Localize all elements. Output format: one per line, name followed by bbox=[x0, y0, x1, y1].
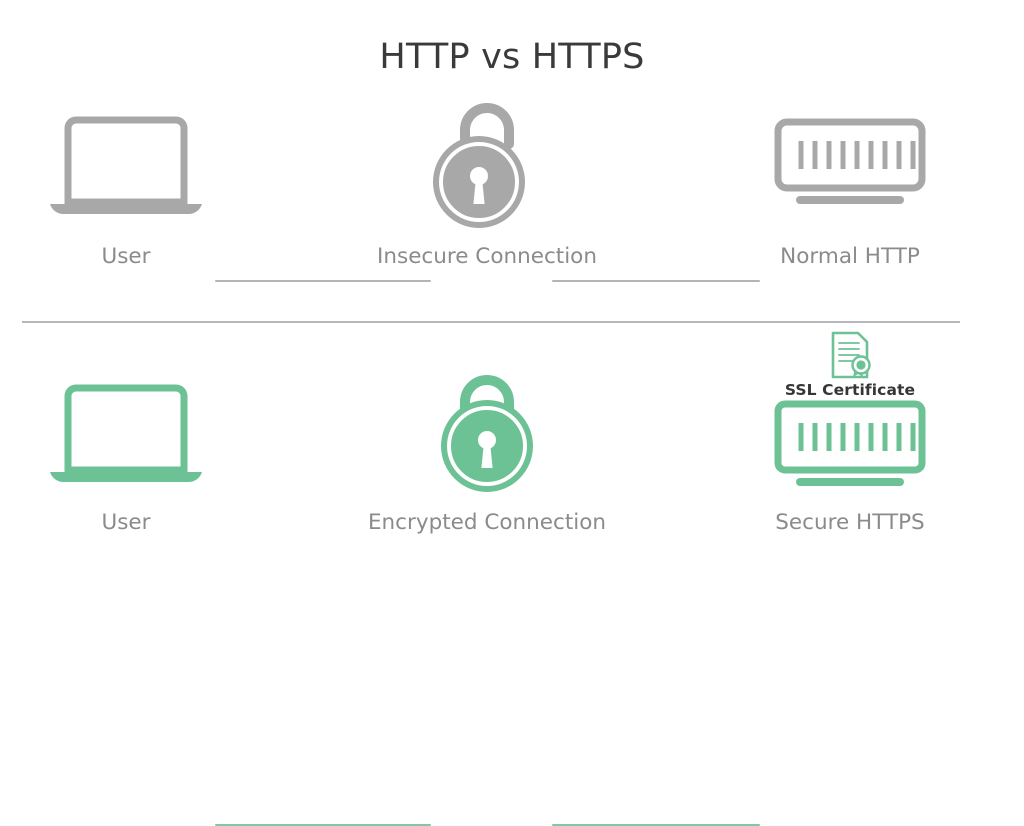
laptop-icon bbox=[50, 384, 202, 483]
node-server-https: Secure HTTPS bbox=[750, 372, 950, 534]
node-user-http: User bbox=[26, 100, 226, 268]
certificate-icon bbox=[831, 331, 871, 379]
node-connection-https: Encrypted Connection bbox=[362, 372, 612, 534]
ssl-certificate-badge: SSL Certificate bbox=[750, 330, 950, 399]
http-row: User Insecure Connection bbox=[0, 100, 1024, 300]
node-user-https: User bbox=[26, 372, 226, 534]
node-label-server-http: Normal HTTP bbox=[780, 244, 920, 269]
icon-slot bbox=[362, 372, 612, 492]
icon-slot bbox=[362, 100, 612, 228]
infographic-canvas: HTTP vs HTTPS User bbox=[0, 37, 1024, 826]
server-icon bbox=[774, 400, 926, 486]
server-icon bbox=[774, 118, 926, 204]
node-connection-http: Insecure Connection bbox=[362, 100, 612, 268]
page-title: HTTP vs HTTPS bbox=[379, 37, 645, 77]
laptop-icon bbox=[50, 116, 202, 215]
node-label-connection-https: Encrypted Connection bbox=[367, 510, 607, 535]
locked-padlock-icon bbox=[441, 375, 533, 492]
icon-slot bbox=[750, 100, 950, 228]
node-label-user-https: User bbox=[101, 510, 151, 535]
node-label-connection-http: Insecure Connection bbox=[377, 244, 597, 269]
section-divider bbox=[22, 321, 960, 323]
ssl-certificate-label: SSL Certificate bbox=[784, 381, 916, 399]
https-row: User Encrypted Connection bbox=[0, 372, 1024, 826]
connector-line-lock-to-server bbox=[552, 280, 760, 282]
icon-slot bbox=[26, 372, 226, 490]
unlocked-padlock-icon bbox=[433, 103, 525, 228]
icon-slot bbox=[750, 372, 950, 490]
node-label-user-http: User bbox=[101, 244, 151, 269]
node-label-server-https: Secure HTTPS bbox=[775, 510, 925, 535]
node-server-http: Normal HTTP bbox=[750, 100, 950, 268]
icon-slot bbox=[26, 100, 226, 228]
connector-line-user-to-lock bbox=[215, 280, 431, 282]
